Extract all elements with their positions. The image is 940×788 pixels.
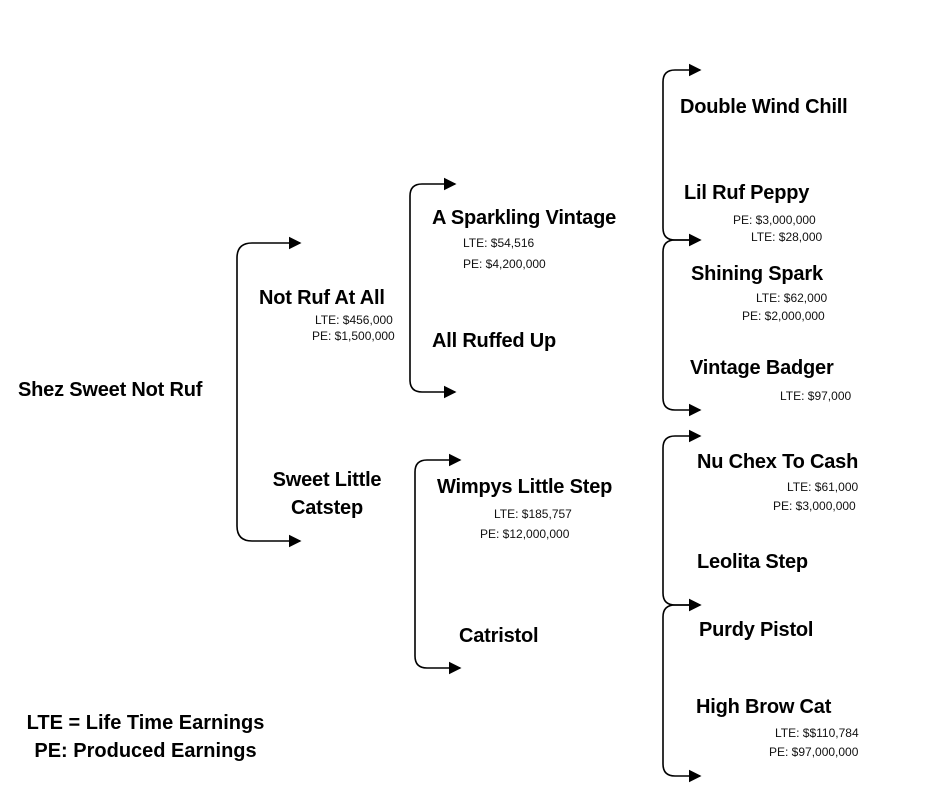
- bracket-g3-7: [662, 598, 702, 690]
- bracket-g3-4: [662, 325, 702, 417]
- nu-chex-to-cash-pe: PE: $3,000,000: [773, 499, 856, 513]
- purdy-pistol-name: Purdy Pistol: [699, 619, 814, 641]
- bracket-sire-sire: [409, 177, 457, 290]
- sire-lte: LTE: $456,000: [315, 313, 393, 327]
- double-wind-chill-name: Double Wind Chill: [680, 96, 848, 118]
- vintage-badger-name: Vintage Badger: [690, 357, 834, 379]
- lil-ruf-peppy-name: Lil Ruf Peppy: [684, 182, 810, 204]
- sire-sire-name: A Sparkling Vintage: [432, 207, 617, 229]
- bracket-root-sire: [236, 236, 302, 392]
- nu-chex-to-cash-lte: LTE: $61,000: [787, 480, 859, 494]
- high-brow-cat-lte: LTE: $$110,784: [775, 726, 859, 740]
- dam-name-line1: Sweet Little: [272, 469, 382, 491]
- high-brow-cat-pe: PE: $97,000,000: [769, 745, 859, 759]
- bracket-dam-dam: [414, 565, 462, 675]
- dam-sire-lte: LTE: $185,757: [494, 507, 572, 521]
- bracket-root-dam: [236, 392, 302, 548]
- legend: LTE = Life Time Earnings PE: Produced Ea…: [18, 709, 273, 765]
- dam-name: Sweet Little Catstep: [266, 468, 388, 520]
- vintage-badger-lte: LTE: $97,000: [780, 389, 852, 403]
- sire-sire-pe: PE: $4,200,000: [463, 257, 546, 271]
- lil-ruf-peppy-pe: PE: $3,000,000: [733, 213, 816, 227]
- sire-dam-name: All Ruffed Up: [432, 330, 557, 352]
- shining-spark-name: Shining Spark: [691, 263, 823, 285]
- sire-name: Not Ruf At All: [259, 287, 385, 309]
- nu-chex-to-cash-name: Nu Chex To Cash: [697, 451, 859, 473]
- dam-name-line2: Catstep: [291, 497, 363, 519]
- legend-pe: PE: Produced Earnings: [34, 740, 257, 762]
- sire-sire-lte: LTE: $54,516: [463, 236, 535, 250]
- dam-sire-pe: PE: $12,000,000: [480, 527, 570, 541]
- bracket-g3-6: [662, 520, 702, 612]
- sire-pe: PE: $1,500,000: [312, 329, 395, 343]
- bracket-g3-1: [662, 63, 702, 155]
- root-horse-name: Shez Sweet Not Ruf: [18, 379, 203, 401]
- dam-dam-name: Catristol: [459, 625, 539, 647]
- shining-spark-lte: LTE: $62,000: [756, 291, 828, 305]
- high-brow-cat-name: High Brow Cat: [696, 696, 832, 718]
- leolita-step-name: Leolita Step: [697, 551, 808, 573]
- bracket-g3-3: [662, 233, 702, 325]
- bracket-dam-sire: [414, 453, 462, 565]
- bracket-g3-5: [662, 429, 702, 520]
- shining-spark-pe: PE: $2,000,000: [742, 309, 825, 323]
- bracket-g3-8: [662, 690, 702, 783]
- bracket-sire-dam: [409, 290, 457, 399]
- lil-ruf-peppy-lte: LTE: $28,000: [751, 230, 823, 244]
- dam-sire-name: Wimpys Little Step: [437, 476, 613, 498]
- legend-lte: LTE = Life Time Earnings: [26, 712, 265, 734]
